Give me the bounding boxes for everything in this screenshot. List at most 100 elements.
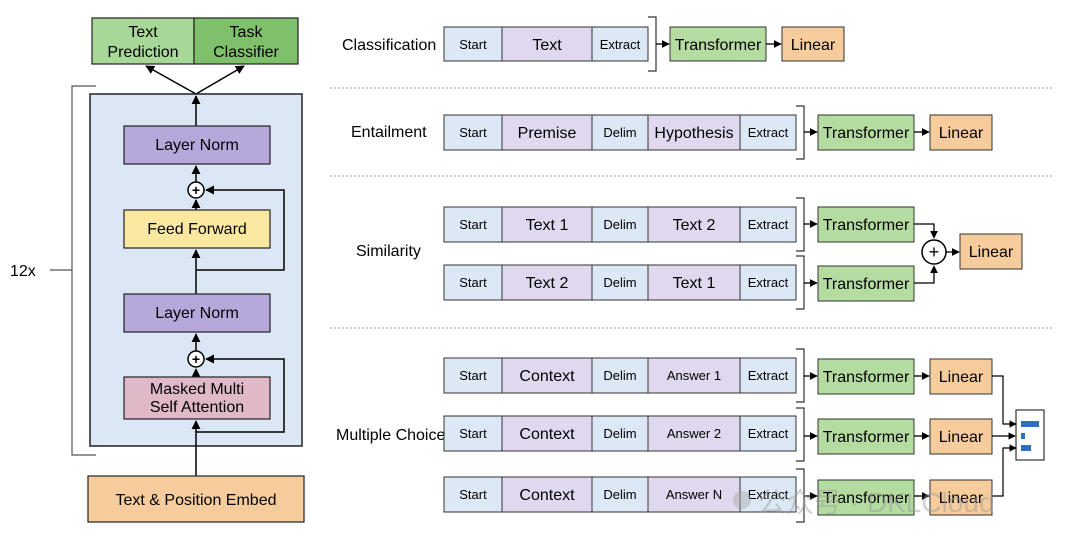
residual-top bbox=[196, 185, 285, 271]
seg-extract bbox=[739, 476, 797, 513]
add-node-symbol: + bbox=[929, 242, 940, 262]
seg-extract-label: Extract bbox=[748, 275, 789, 290]
linear-box bbox=[929, 358, 993, 395]
task-classification: Classification Start Text Extract Transf… bbox=[342, 16, 845, 72]
seg-delim bbox=[591, 476, 649, 513]
seg-context bbox=[501, 415, 593, 452]
seg-delim-label: Delim bbox=[603, 487, 636, 502]
seg-premise-label: Premise bbox=[518, 125, 577, 142]
linear-label: Linear bbox=[939, 490, 984, 507]
linear-label: Linear bbox=[969, 244, 1014, 261]
seg-answer-2-label: Answer 2 bbox=[667, 426, 721, 441]
linear-label: Linear bbox=[939, 369, 984, 386]
attention-label-1: Masked Multi bbox=[150, 381, 244, 398]
task-similarity: Similarity Start Text 1 Delim Text 2 Ext… bbox=[356, 197, 1023, 310]
transformer-box bbox=[817, 418, 915, 455]
connector bbox=[992, 375, 1017, 428]
seg-extract bbox=[739, 357, 797, 394]
seg-text-1-label: Text 1 bbox=[526, 217, 569, 234]
seg-extract bbox=[739, 114, 797, 151]
transformer-box bbox=[817, 479, 915, 516]
transformer-label: Transformer bbox=[675, 37, 762, 54]
seg-extract-label: Extract bbox=[748, 487, 789, 502]
seg-start bbox=[443, 26, 503, 62]
bracket bbox=[796, 407, 805, 462]
feed-forward-label: Feed Forward bbox=[147, 221, 247, 238]
seg-start bbox=[443, 357, 503, 394]
connector bbox=[914, 265, 938, 284]
transformer-box-2 bbox=[817, 265, 915, 302]
seg-delim-label: Delim bbox=[603, 125, 636, 140]
layer-norm-bottom bbox=[123, 293, 271, 333]
classification-label: Classification bbox=[342, 37, 436, 54]
watermark: 公众号 · DKLCloud bbox=[733, 487, 995, 518]
seg-context-label: Context bbox=[519, 487, 575, 504]
transformer-label: Transformer bbox=[823, 217, 910, 234]
seg-premise bbox=[501, 114, 593, 151]
bracket bbox=[796, 255, 805, 310]
add-node-top bbox=[187, 181, 205, 199]
seg-delim-label: Delim bbox=[603, 275, 636, 290]
transformer-label: Transformer bbox=[823, 125, 910, 142]
seg-answer-n-label: Answer N bbox=[666, 487, 722, 502]
residual-bottom bbox=[196, 354, 285, 433]
transformer-label: Transformer bbox=[823, 429, 910, 446]
text-prediction-head bbox=[91, 17, 195, 65]
seg-answer-2 bbox=[647, 415, 741, 452]
task-classifier-head bbox=[193, 17, 299, 65]
layer-norm-top bbox=[123, 125, 271, 165]
seg-text bbox=[501, 26, 593, 62]
task-multiple-choice: Multiple Choice Start Context Delim Answ… bbox=[336, 348, 1045, 523]
seg-hypothesis-label: Hypothesis bbox=[654, 125, 733, 142]
seg-delim bbox=[591, 357, 649, 394]
architecture: Text Prediction Task Classifier 12x Laye… bbox=[10, 17, 305, 523]
seg-start-label: Start bbox=[459, 275, 487, 290]
seg-delim-label: Delim bbox=[603, 426, 636, 441]
connector bbox=[992, 444, 1017, 497]
seg-text-1 bbox=[647, 264, 741, 301]
softmax-bar-2 bbox=[1021, 433, 1025, 439]
layer-norm-bottom-label: Layer Norm bbox=[155, 305, 239, 322]
seg-start-label: Start bbox=[459, 426, 487, 441]
linear-label: Linear bbox=[939, 429, 984, 446]
task-classifier-label-2: Classifier bbox=[213, 44, 279, 61]
seg-delim-label: Delim bbox=[603, 368, 636, 383]
task-classifier-label-1: Task bbox=[230, 24, 264, 41]
softmax-bar-1 bbox=[1021, 421, 1039, 427]
seg-extract-label: Extract bbox=[748, 125, 789, 140]
task-entailment: Entailment Start Premise Delim Hypothesi… bbox=[351, 105, 993, 160]
arrow-to-task-classifier bbox=[195, 65, 245, 95]
transformer-box bbox=[669, 26, 767, 62]
seg-text-2 bbox=[647, 206, 741, 243]
attention-label-2: Self Attention bbox=[150, 399, 244, 416]
seg-extract-label: Extract bbox=[748, 368, 789, 383]
add-node-top-symbol: + bbox=[192, 182, 200, 198]
bracket bbox=[796, 105, 805, 160]
seg-context bbox=[501, 357, 593, 394]
seg-answer-1-label: Answer 1 bbox=[667, 368, 721, 383]
seg-context-label: Context bbox=[519, 426, 575, 443]
seg-text-1 bbox=[501, 206, 593, 243]
bracket bbox=[648, 16, 657, 72]
multiple-choice-label: Multiple Choice bbox=[336, 427, 445, 444]
seg-extract bbox=[739, 264, 797, 301]
linear-box bbox=[959, 233, 1023, 270]
seg-extract-label: Extract bbox=[748, 217, 789, 232]
seg-start-label: Start bbox=[459, 125, 487, 140]
seg-start bbox=[443, 114, 503, 151]
seg-text-2-label: Text 2 bbox=[526, 275, 569, 292]
softmax-bar-3 bbox=[1021, 445, 1031, 451]
repeat-label: 12x bbox=[10, 263, 36, 280]
arrow-to-text-prediction bbox=[145, 65, 197, 95]
transformer-box bbox=[817, 358, 915, 395]
seg-delim-label: Delim bbox=[603, 217, 636, 232]
seg-delim bbox=[591, 206, 649, 243]
bracket bbox=[796, 197, 805, 252]
bracket bbox=[796, 348, 805, 403]
add-node-bottom-symbol: + bbox=[192, 351, 200, 367]
text-position-embed bbox=[87, 475, 305, 523]
layer-norm-top-label: Layer Norm bbox=[155, 137, 239, 154]
similarity-label: Similarity bbox=[356, 243, 421, 260]
seg-answer-n bbox=[647, 476, 741, 513]
feed-forward bbox=[123, 209, 271, 249]
